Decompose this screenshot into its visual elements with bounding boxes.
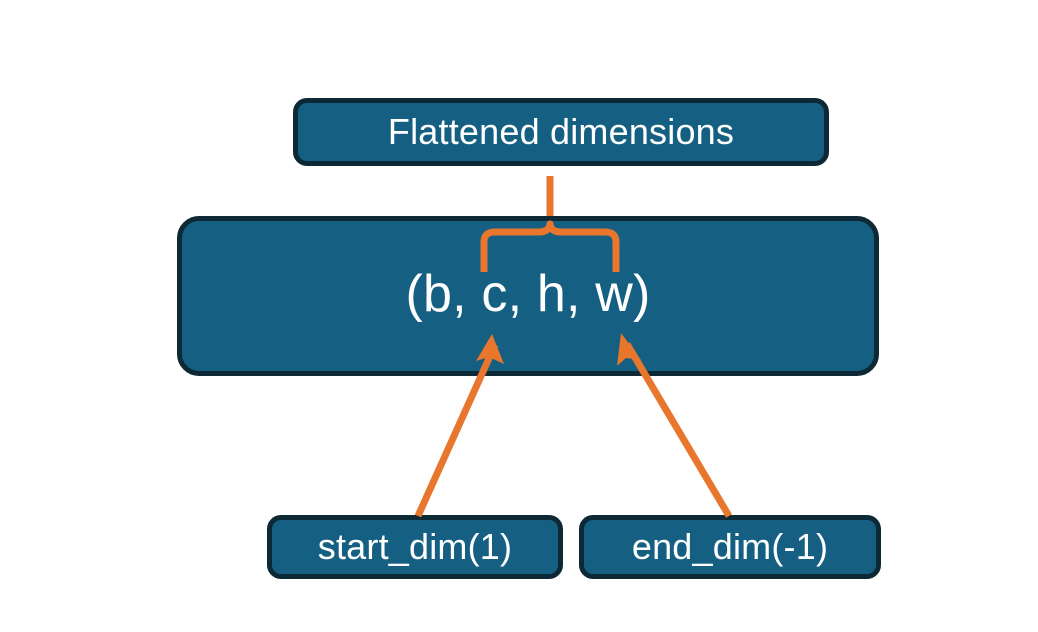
start-dim-label: start_dim(1) [317, 526, 513, 567]
tensor-shape-box[interactable]: (b, c, h, w) [177, 216, 879, 376]
end-dim-box[interactable]: end_dim(-1) [579, 515, 881, 579]
end-dim-label: end_dim(-1) [631, 526, 829, 567]
start-dim-box[interactable]: start_dim(1) [267, 515, 563, 579]
tensor-shape-label: (b, c, h, w) [405, 265, 651, 323]
flattened-dimensions-box[interactable]: Flattened dimensions [293, 98, 829, 166]
flattened-dimensions-label: Flattened dimensions [387, 111, 735, 152]
